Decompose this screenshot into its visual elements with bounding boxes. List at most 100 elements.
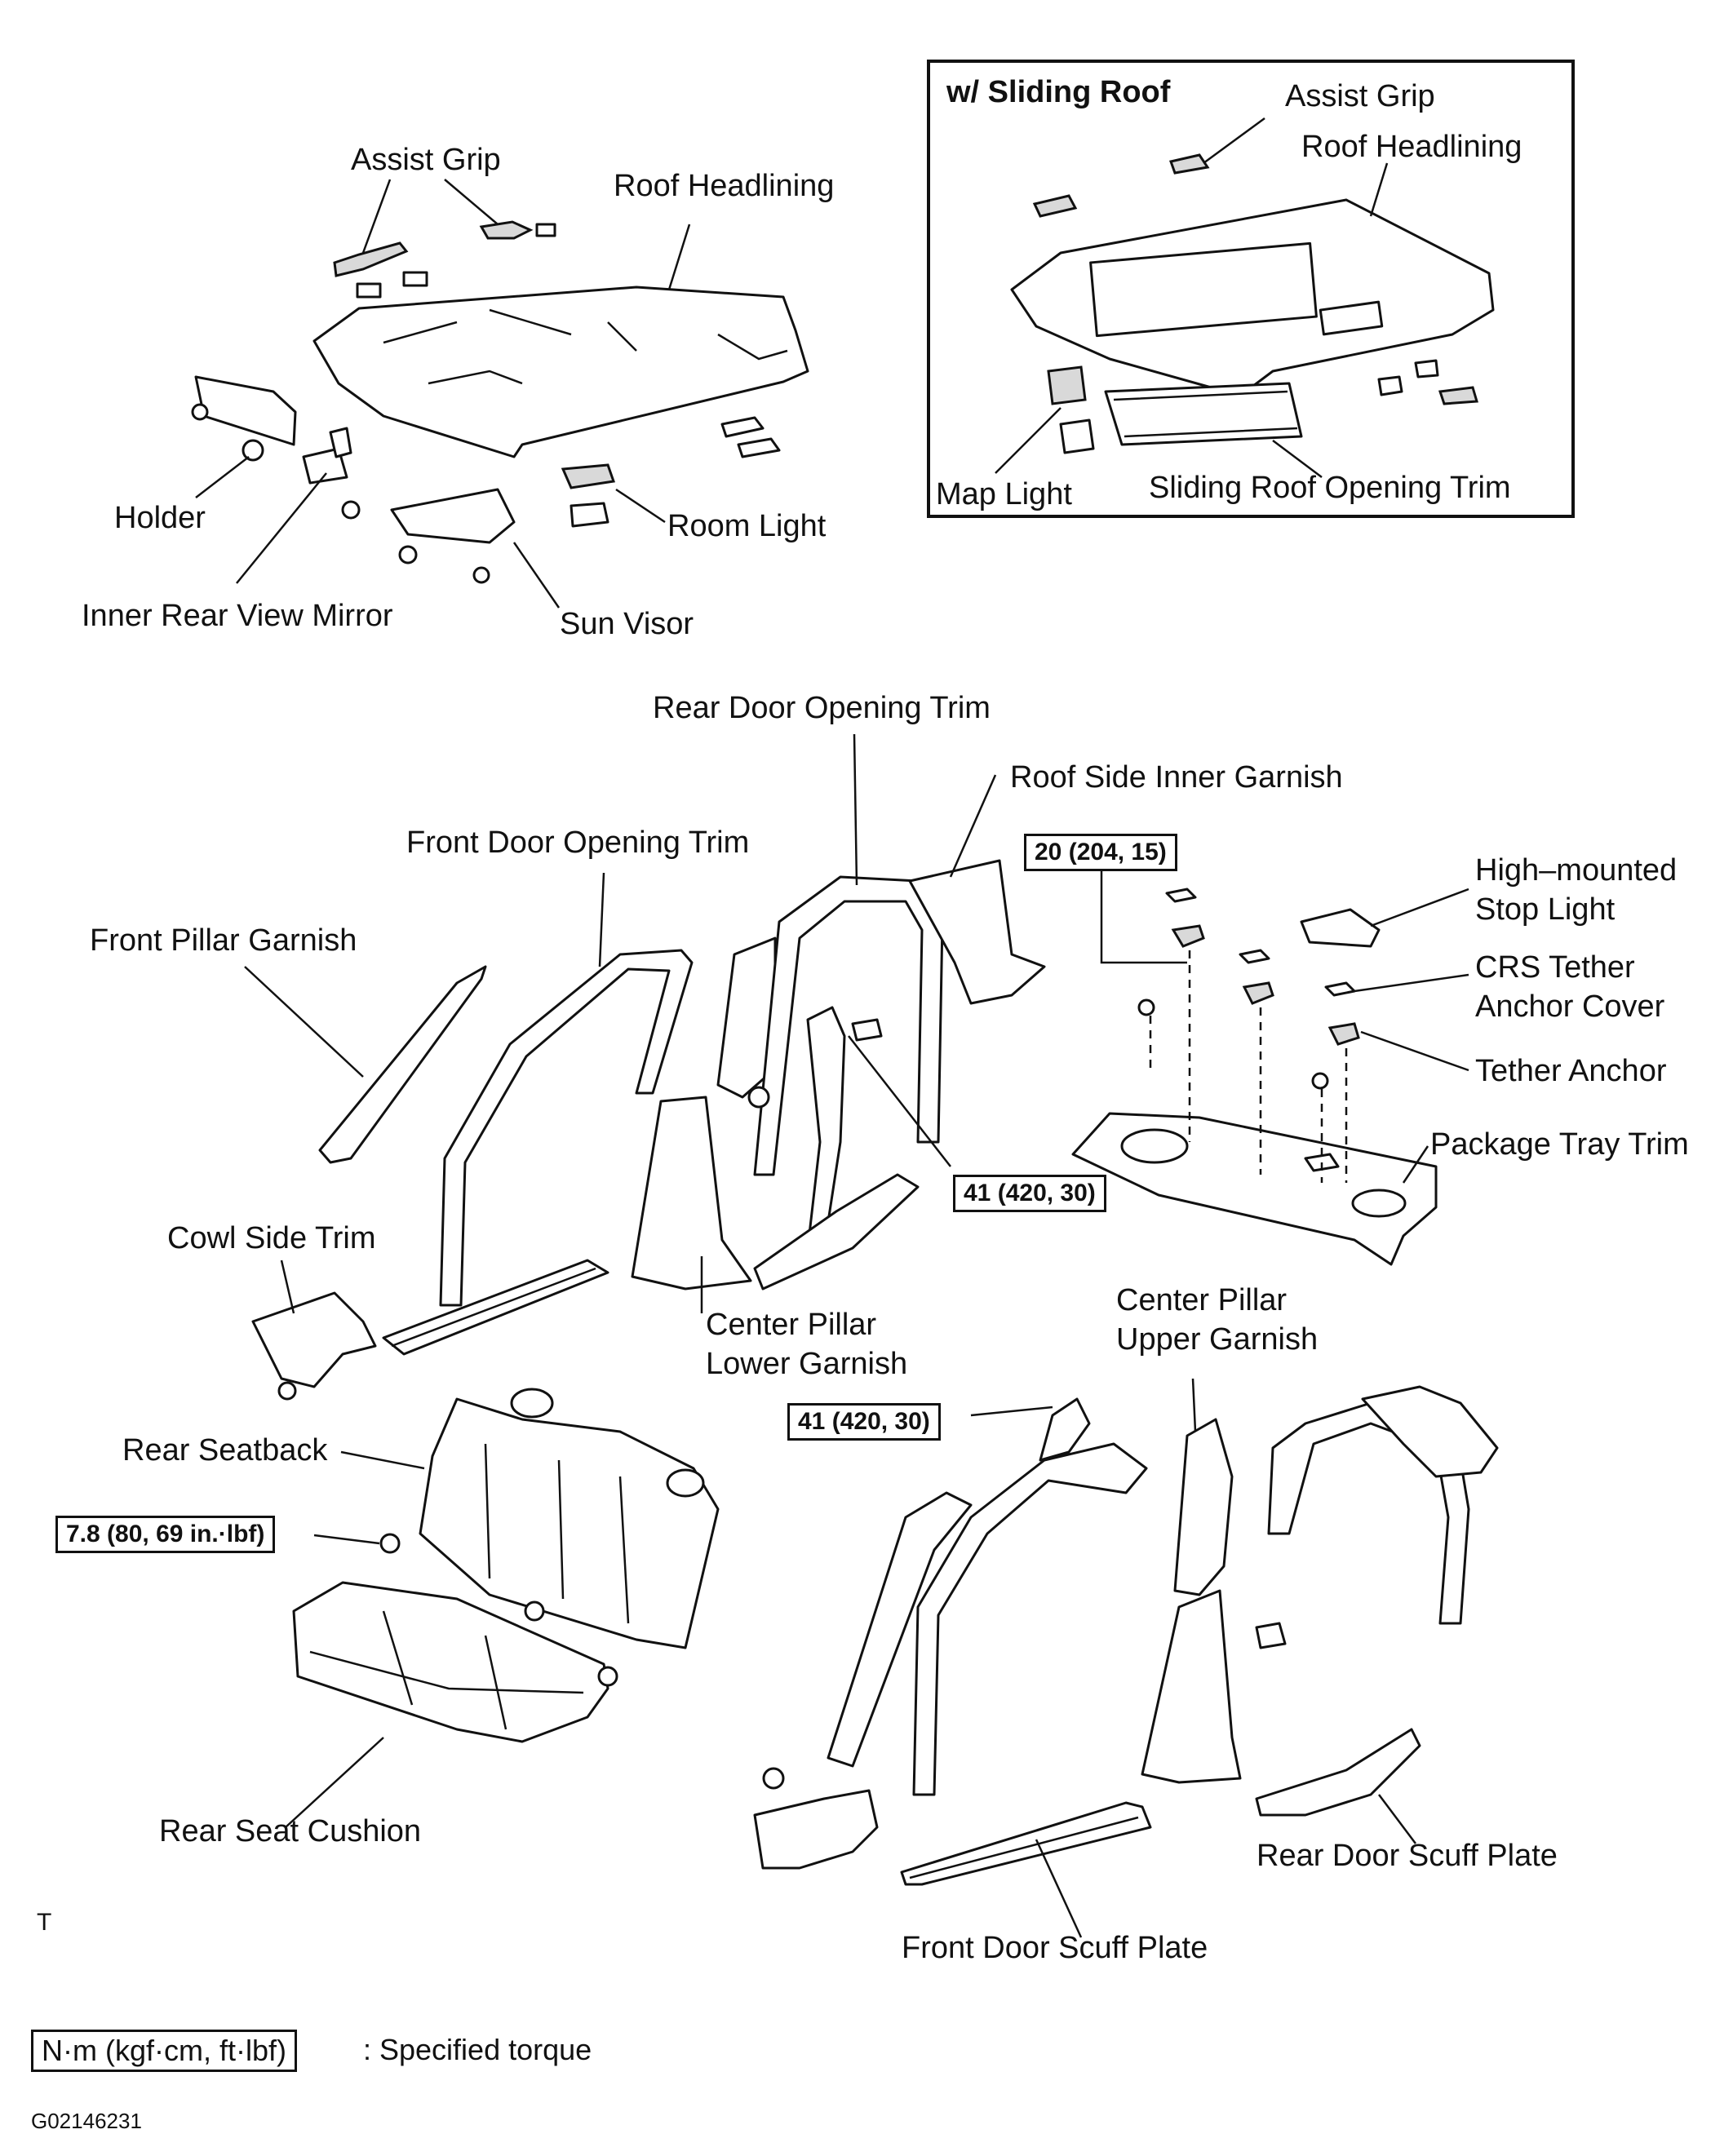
rear-door-scuff-plate-shape — [1255, 1728, 1421, 1817]
torque-belt-lower: 41 (420, 30) — [787, 1403, 941, 1441]
rear-lower-trim-mid — [753, 1173, 920, 1291]
torque-tether: 20 (204, 15) — [1024, 834, 1177, 871]
label-package-tray-trim: Package Tray Trim — [1430, 1127, 1689, 1162]
label-front-pillar-garnish: Front Pillar Garnish — [90, 923, 357, 958]
belt-anchor-lower — [1039, 1397, 1091, 1462]
leader-inset-headlining — [1369, 162, 1389, 217]
leader-front-scuff — [1035, 1839, 1083, 1938]
label-center-pillar-upper-garnish: Center Pillar Upper Garnish — [1116, 1283, 1319, 1357]
tether-anchor-3 — [1327, 1022, 1360, 1046]
tether-anchor-2 — [1242, 981, 1274, 1005]
label-rear-seat-cushion: Rear Seat Cushion — [159, 1814, 422, 1848]
leader-rear-door-opening-trim — [853, 733, 858, 886]
rear-door-opening-trim-shape — [753, 875, 944, 1176]
leader-cowl-side — [280, 1260, 295, 1314]
rear-seatback-shape — [419, 1397, 720, 1649]
leader-front-door-opening-trim — [598, 872, 605, 967]
label-rear-door-scuff-plate: Rear Door Scuff Plate — [1257, 1839, 1558, 1873]
leader-torque-seatback — [313, 1534, 380, 1545]
holder-shape — [242, 439, 264, 462]
grip-clip-1 — [356, 282, 382, 299]
rear-seat-cushion-shape — [292, 1581, 609, 1743]
label-cowl-side-trim: Cowl Side Trim — [167, 1221, 376, 1255]
leader-rear-seat-cushion — [285, 1737, 384, 1828]
grip-clip-3 — [535, 223, 556, 237]
headrest-2 — [666, 1468, 705, 1498]
tether-cover-1 — [1165, 888, 1197, 903]
sun-visor-right — [390, 488, 516, 544]
label-map-light: Map Light — [936, 477, 1072, 511]
leader-stop-light — [1370, 888, 1469, 927]
inset-title: w/ Sliding Roof — [946, 75, 1171, 109]
leader-rear-scuff — [1378, 1794, 1416, 1844]
inset-frame — [927, 60, 1575, 518]
mirror-bracket — [329, 427, 352, 458]
center-pillar-lower-mid — [631, 1096, 752, 1291]
leader-belt-lower — [970, 1406, 1053, 1417]
leader-belt-upper — [848, 1035, 951, 1167]
front-door-scuff-plate-shape — [900, 1801, 1152, 1886]
inset-map-light — [1047, 365, 1087, 405]
label-roof-side-inner-garnish: Roof Side Inner Garnish — [1010, 760, 1343, 795]
label-room-light: Room Light — [667, 509, 827, 543]
headrest-1 — [510, 1388, 554, 1419]
figure-code: G02146231 — [31, 2109, 142, 2133]
center-pillar-lower-right — [1141, 1589, 1242, 1784]
rear-door-opening-trim-right — [1267, 1401, 1470, 1625]
leader-sliding-trim — [1272, 440, 1323, 478]
label-inset-roof-headlining: Roof Headlining — [1301, 130, 1522, 164]
leader-mirror — [236, 472, 327, 584]
sun-visor-left — [194, 375, 297, 446]
leader-holder — [195, 456, 250, 498]
torque-belt-upper: 41 (420, 30) — [953, 1175, 1106, 1212]
leader-map-light — [995, 407, 1062, 474]
seatbelt-mid — [806, 1006, 846, 1250]
label-high-mounted-stop-light: High–mounted Stop Light — [1475, 853, 1678, 927]
high-mounted-stop-light-shape — [1300, 908, 1381, 948]
leader-torque-tether — [1100, 869, 1187, 964]
roof-headlining-shape — [312, 286, 809, 458]
label-sliding-roof-opening-trim: Sliding Roof Opening Trim — [1149, 471, 1511, 505]
leader-front-pillar — [244, 966, 364, 1078]
leader-inset-assist-grip — [1203, 117, 1265, 165]
assist-grip-right — [479, 220, 534, 240]
grip-clip-2 — [402, 271, 428, 287]
label-inner-rear-view-mirror: Inner Rear View Mirror — [82, 599, 393, 633]
inset-roof-opening — [1089, 241, 1318, 338]
label-front-door-scuff-plate: Front Door Scuff Plate — [902, 1931, 1208, 1965]
front-pillar-garnish-shape — [318, 965, 487, 1164]
label-roof-headlining: Roof Headlining — [614, 169, 835, 203]
cowl-side-right — [753, 1789, 879, 1870]
tether-cover-3 — [1324, 981, 1356, 997]
leader-crs-cover — [1354, 973, 1469, 993]
assist-grip-left — [333, 241, 409, 277]
label-sun-visor: Sun Visor — [560, 607, 694, 641]
leader-roof-side-inner — [949, 774, 997, 878]
tether-anchor-1 — [1171, 924, 1205, 948]
footer-mark: T — [37, 1909, 52, 1936]
cowl-side-trim-shape — [251, 1291, 377, 1388]
label-inset-assist-grip: Assist Grip — [1285, 79, 1435, 113]
label-center-pillar-lower-garnish: Center Pillar Lower Garnish — [706, 1308, 908, 1381]
label-assist-grip: Assist Grip — [351, 143, 501, 177]
label-front-door-opening-trim: Front Door Opening Trim — [406, 826, 750, 860]
legend-text: : Specified torque — [363, 2033, 592, 2066]
center-pillar-upper-garnish-shape — [1173, 1418, 1234, 1596]
front-door-opening-trim-shape — [439, 949, 694, 1307]
tether-cover-2 — [1239, 949, 1270, 964]
label-tether-anchor: Tether Anchor — [1475, 1054, 1667, 1088]
label-holder: Holder — [114, 501, 206, 535]
front-pillar-lower-right — [827, 1491, 973, 1768]
roof-side-inner-garnish-shape — [908, 859, 1046, 1005]
leader-rear-seatback — [340, 1450, 425, 1470]
leader-package-tray — [1402, 1145, 1429, 1184]
label-rear-seatback: Rear Seatback — [122, 1433, 328, 1468]
leader-assist-grip — [361, 179, 499, 254]
roof-side-inner-right — [1361, 1385, 1499, 1478]
leader-sun-visor — [512, 542, 561, 609]
label-crs-tether-anchor-cover: CRS Tether Anchor Cover — [1475, 950, 1665, 1024]
label-rear-door-opening-trim: Rear Door Opening Trim — [653, 691, 991, 725]
torque-seatback: 7.8 (80, 69 in.·lbf) — [55, 1516, 276, 1553]
